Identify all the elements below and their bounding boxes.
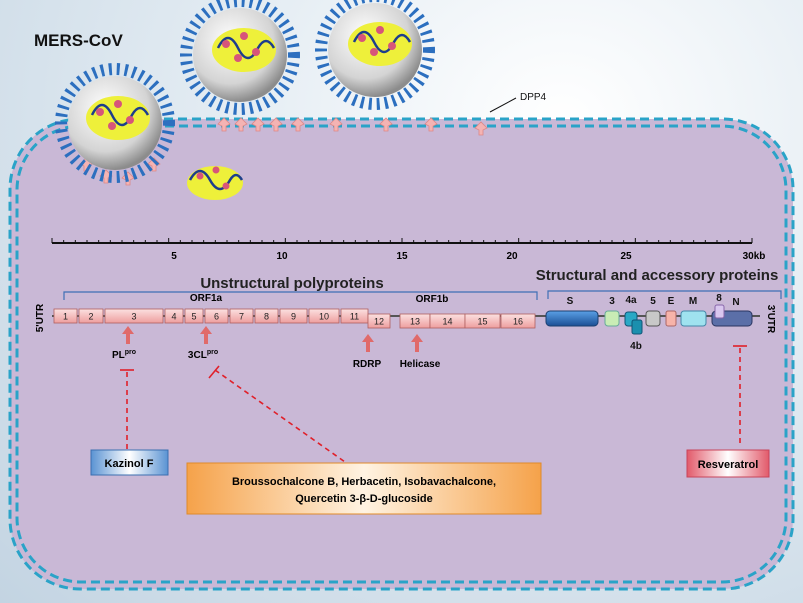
nsp-box-15 bbox=[464, 313, 501, 329]
five-utr-label: 5'UTR bbox=[35, 303, 46, 332]
gene-m-label: M bbox=[689, 296, 697, 307]
nsp-label-2: 2 bbox=[88, 312, 93, 322]
kazinol-box bbox=[90, 449, 169, 476]
nsp-label-11: 11 bbox=[350, 312, 359, 322]
nsp-box-10 bbox=[308, 308, 340, 324]
rdrp-label: RDRP bbox=[353, 359, 382, 370]
nsp-box-7 bbox=[229, 308, 254, 324]
nsp-box-2 bbox=[78, 308, 104, 324]
resveratrol-label: Resveratrol bbox=[698, 459, 759, 471]
nsp-label-8: 8 bbox=[264, 312, 269, 322]
nsp-label-14: 14 bbox=[442, 317, 452, 327]
unstructural-heading: Unstructural polyproteins bbox=[200, 275, 383, 292]
nsp-label-13: 13 bbox=[410, 317, 420, 327]
scale-tick-20: 20 bbox=[506, 251, 518, 262]
helicase-label: Helicase bbox=[400, 359, 441, 370]
nsp-box-8 bbox=[254, 308, 279, 324]
scale-tick-15: 15 bbox=[396, 251, 408, 262]
scale-tick-5: 5 bbox=[171, 251, 177, 262]
gene-5-label: 5 bbox=[650, 296, 656, 307]
virus-name: MERS-CoV bbox=[34, 31, 123, 50]
structural-genes bbox=[545, 304, 753, 335]
gene-n-label: N bbox=[732, 297, 739, 308]
structural-heading: Structural and accessory proteins bbox=[536, 267, 779, 284]
clpro-label: 3CLpro bbox=[188, 349, 218, 361]
scale-tick-30kb: 30kb bbox=[743, 251, 766, 262]
nsp-box-5 bbox=[184, 308, 204, 324]
gene-4a-label: 4a bbox=[625, 295, 637, 306]
structural-bracket bbox=[547, 290, 782, 299]
plpro-label: PLpro bbox=[112, 349, 136, 361]
gene-e-label: E bbox=[668, 296, 675, 307]
genome-scale bbox=[51, 238, 753, 244]
nsp-box-6 bbox=[204, 308, 229, 324]
gene-s bbox=[545, 310, 599, 327]
gene-4b bbox=[631, 319, 643, 335]
nsp-label-3: 3 bbox=[131, 312, 136, 322]
orf1a-label: ORF1a bbox=[190, 293, 223, 304]
gene-4b-label: 4b bbox=[630, 341, 642, 352]
three-utr-label: 3'UTR bbox=[765, 305, 776, 334]
cell-inner-membrane bbox=[15, 124, 788, 584]
resveratrol-box bbox=[686, 449, 770, 478]
gene-5 bbox=[645, 310, 661, 327]
orf1b-label: ORF1b bbox=[416, 294, 449, 305]
nsp-box-9 bbox=[279, 308, 308, 324]
nsp-label-6: 6 bbox=[214, 312, 219, 322]
virion-2 bbox=[180, 0, 300, 115]
nsp-box-12 bbox=[367, 313, 391, 329]
target-arrows bbox=[122, 326, 423, 352]
dpp4-pointer bbox=[489, 97, 517, 113]
gene-m bbox=[680, 310, 707, 327]
kazinol-label: Kazinol F bbox=[105, 458, 154, 470]
nsp-label-5: 5 bbox=[191, 312, 196, 322]
nsp-label-15: 15 bbox=[477, 317, 487, 327]
nsp-box-16 bbox=[500, 313, 536, 329]
flavonoid-line2: Quercetin 3-β-D-glucoside bbox=[295, 493, 433, 505]
released-genome bbox=[187, 166, 244, 200]
inhibition-lines bbox=[120, 345, 747, 463]
nsp-label-12: 12 bbox=[374, 317, 384, 327]
nsp-label-9: 9 bbox=[291, 312, 296, 322]
gene-8 bbox=[714, 304, 725, 319]
nsp-label-7: 7 bbox=[239, 312, 244, 322]
unstructural-bracket bbox=[63, 291, 538, 300]
gene-3-label: 3 bbox=[609, 296, 615, 307]
gene-s-label: S bbox=[567, 296, 574, 307]
scale-tick-25: 25 bbox=[620, 251, 632, 262]
nsp-label-4: 4 bbox=[171, 312, 176, 322]
flavonoid-box bbox=[186, 462, 542, 515]
flavonoid-line1: Broussochalcone B, Herbacetin, Isobavach… bbox=[232, 476, 496, 488]
nsp-box-1 bbox=[53, 308, 78, 324]
virion-3 bbox=[315, 0, 435, 110]
gene-3 bbox=[604, 310, 620, 327]
virion-1 bbox=[55, 63, 175, 183]
gene-e bbox=[665, 310, 677, 327]
nsp-label-16: 16 bbox=[513, 317, 523, 327]
nsp-label-10: 10 bbox=[319, 312, 329, 322]
scale-tick-10: 10 bbox=[276, 251, 288, 262]
gene-8-label: 8 bbox=[716, 293, 722, 304]
nsp-box-4 bbox=[164, 308, 184, 324]
dpp4-label: DPP4 bbox=[520, 92, 547, 103]
nsp-box-3 bbox=[104, 308, 164, 324]
nsp-label-1: 1 bbox=[63, 312, 68, 322]
